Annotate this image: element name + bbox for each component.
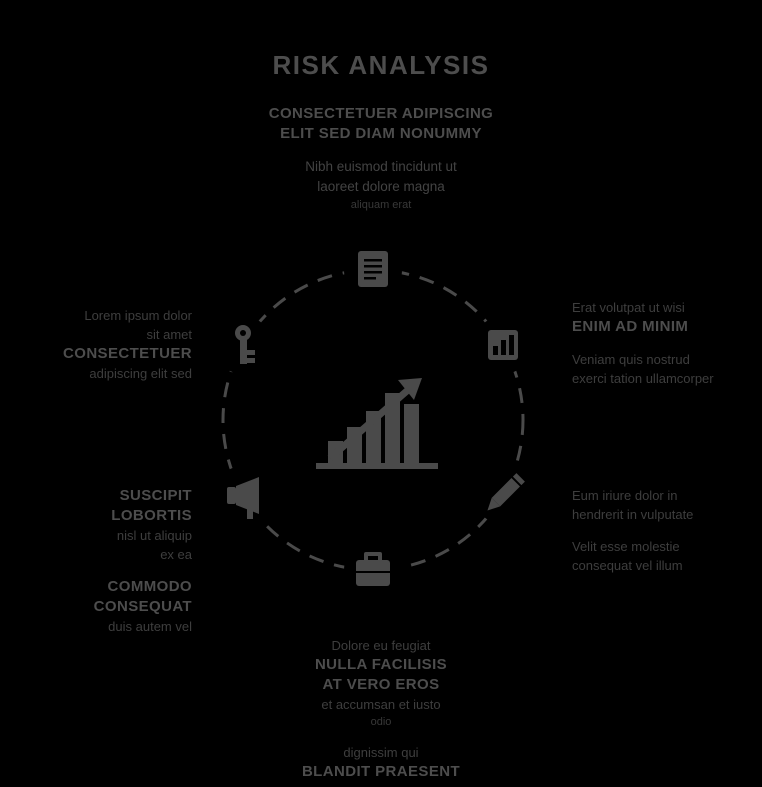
caption-line: AT VERO EROS	[322, 676, 440, 693]
intro-line: CONSECTETUER ADIPISCING	[268, 105, 494, 122]
caption-line: SUSCIPIT LOBORTIS	[111, 487, 192, 524]
caption-line: Velit esse molestie	[572, 539, 680, 554]
page-title: RISK ANALYSIS	[272, 50, 490, 80]
briefcase-icon	[344, 541, 402, 599]
caption-bottom-left: SUSCIPIT LOBORTIS nisl ut aliquip ex ea …	[50, 486, 192, 636]
key-icon	[214, 316, 272, 374]
caption-bottom-right: Eum iriure dolor in hendrerit in vulputa…	[572, 486, 742, 575]
megaphone-icon	[214, 466, 272, 524]
intro-block: CONSECTETUER ADIPISCING ELIT SED DIAM NO…	[0, 104, 762, 213]
document-icon	[344, 241, 402, 299]
intro-line: laoreet dolore magna	[317, 179, 445, 194]
title-block: RISK ANALYSIS	[0, 50, 762, 81]
caption-line: ex ea	[160, 547, 192, 562]
caption-top-left: Lorem ipsum dolor sit amet CONSECTETUER …	[50, 306, 192, 383]
pencil-icon	[474, 466, 532, 524]
caption-line: Erat volutpat ut wisi	[572, 300, 685, 315]
caption-line: Lorem ipsum dolor	[84, 308, 192, 323]
caption-top-right: Erat volutpat ut wisi ENIM AD MINIM Veni…	[572, 298, 737, 388]
caption-line: exerci tation ullamcorper	[572, 371, 714, 386]
caption-line: sit amet	[146, 327, 192, 342]
intro-line: Nibh euismod tincidunt ut	[305, 159, 457, 174]
caption-line: dignissim qui	[343, 745, 419, 760]
caption-bottom-center: Dolore eu feugiat NULLA FACILISIS AT VER…	[0, 636, 762, 782]
caption-line: consequat vel illum	[572, 558, 683, 573]
caption-line: Veniam quis nostrud	[572, 352, 690, 367]
caption-line: hendrerit in vulputate	[572, 507, 694, 522]
caption-line: CONSECTETUER	[63, 345, 192, 362]
caption-line: COMMODO CONSEQUAT	[93, 578, 192, 615]
caption-line: duis autem vel	[108, 619, 192, 634]
caption-line: Dolore eu feugiat	[331, 638, 431, 653]
caption-line: et accumsan et iusto	[321, 697, 441, 712]
caption-line: Eum iriure dolor in	[572, 488, 678, 503]
caption-line: ENIM AD MINIM	[572, 318, 689, 335]
caption-line: BLANDIT PRAESENT	[301, 763, 461, 780]
caption-line: NULLA FACILISIS	[314, 656, 448, 673]
caption-line: nisl ut aliquip	[116, 528, 192, 543]
caption-line: odio	[370, 716, 392, 728]
bar-chart-icon	[474, 316, 532, 374]
caption-line: adipiscing elit sed	[89, 366, 192, 381]
intro-line: ELIT SED DIAM NONUMMY	[280, 125, 482, 142]
intro-line: aliquam erat	[350, 199, 412, 211]
growth-chart-icon	[316, 378, 438, 469]
